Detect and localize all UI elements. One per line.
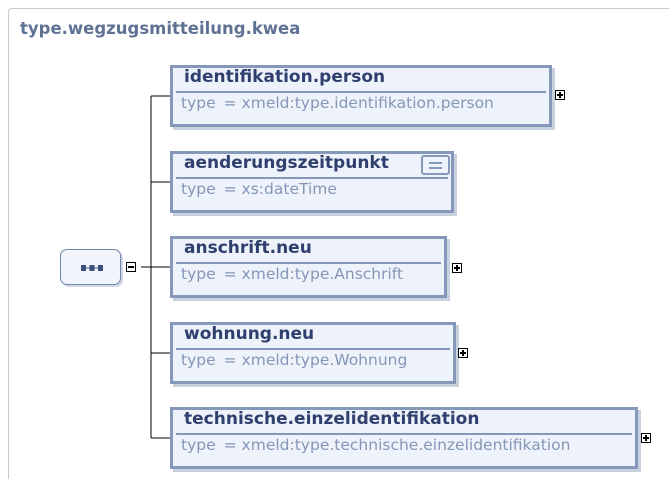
- element-separator: [176, 177, 448, 179]
- expand-toggle[interactable]: [452, 263, 462, 273]
- complex-type-frame: [8, 8, 669, 479]
- element-name: anschrift.neu: [184, 238, 312, 258]
- element-separator: [176, 348, 450, 350]
- element-type: type= xmeld:type.Anschrift: [181, 265, 404, 283]
- element-type: type= xmeld:type.Wohnung: [181, 351, 408, 369]
- sequence-icon: [81, 265, 103, 271]
- element-type: type= xmeld:type.technische.einzelidenti…: [181, 436, 571, 454]
- sequence-compositor[interactable]: [60, 249, 121, 285]
- expand-toggle[interactable]: [458, 348, 468, 358]
- element-box[interactable]: wohnung.neu type= xmeld:type.Wohnung: [170, 322, 456, 384]
- element-type: type= xmeld:type.identifikation.person: [181, 94, 494, 112]
- element-box[interactable]: aenderungszeitpunkt type= xs:dateTime: [170, 151, 454, 213]
- sequence-collapse-toggle[interactable]: [126, 262, 136, 272]
- element-box[interactable]: identifikation.person type= xmeld:type.i…: [170, 65, 552, 127]
- element-separator: [176, 433, 632, 435]
- element-name: identifikation.person: [184, 67, 386, 87]
- element-separator: [176, 262, 441, 264]
- element-type: type= xs:dateTime: [181, 180, 337, 198]
- element-box[interactable]: anschrift.neu type= xmeld:type.Anschrift: [170, 236, 447, 298]
- documentation-icon: [421, 155, 450, 175]
- expand-toggle[interactable]: [641, 433, 651, 443]
- expand-toggle[interactable]: [555, 90, 565, 100]
- element-name: aenderungszeitpunkt: [184, 153, 389, 173]
- element-box[interactable]: technische.einzelidentifikation type= xm…: [170, 407, 638, 469]
- element-name: wohnung.neu: [184, 324, 315, 344]
- complex-type-title: type.wegzugsmitteilung.kwea: [20, 19, 301, 38]
- element-separator: [176, 91, 546, 93]
- element-name: technische.einzelidentifikation: [184, 409, 480, 429]
